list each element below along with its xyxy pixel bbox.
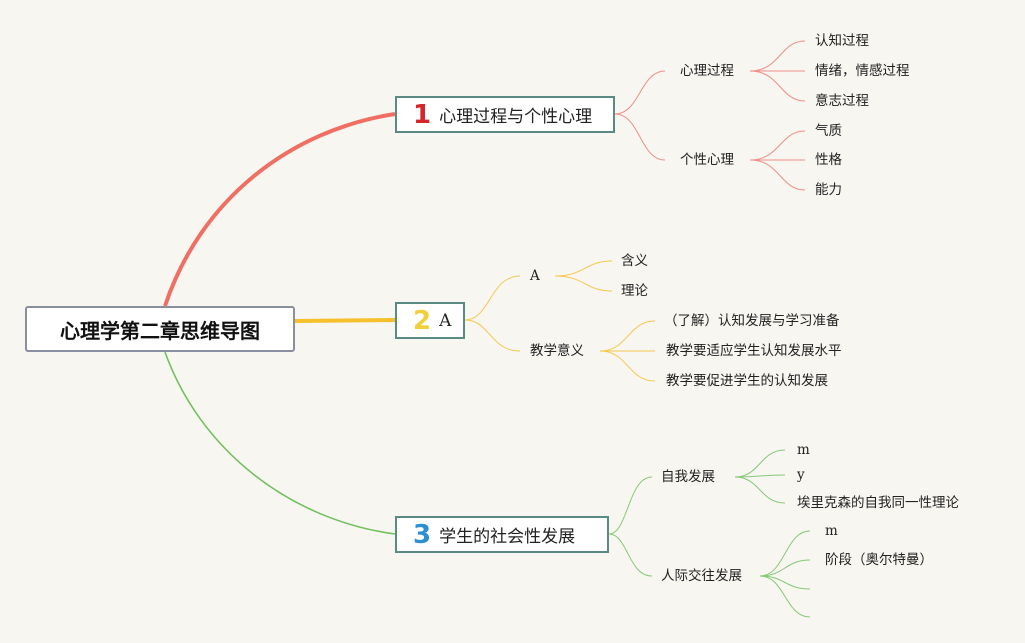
leaf-3-2-2[interactable]: 阶段（奥尔特曼）: [825, 552, 933, 568]
leaf-1-1-2[interactable]: 情绪，情感过程: [815, 63, 910, 79]
leaf-1-2-3[interactable]: 能力: [815, 182, 842, 198]
main-topic-2-label: A: [439, 310, 452, 331]
main-topic-2[interactable]: 2 A: [395, 302, 465, 339]
leaf-1-1-1[interactable]: 认知过程: [815, 33, 869, 49]
main-topic-1-label: 心理过程与个性心理: [439, 107, 593, 127]
leaf-2-1-2[interactable]: 理论: [621, 283, 648, 299]
subtopic-2-1[interactable]: A: [530, 268, 540, 284]
leaf-3-2-1[interactable]: m: [825, 523, 838, 539]
main-topic-1[interactable]: 1 心理过程与个性心理: [395, 96, 615, 133]
topic-number-2: 2: [413, 305, 432, 336]
leaf-1-2-2[interactable]: 性格: [815, 152, 842, 168]
leaf-2-2-1[interactable]: （了解）认知发展与学习准备: [664, 313, 840, 329]
main-topic-3-label: 学生的社会性发展: [439, 527, 576, 547]
subtopic-1-1[interactable]: 心理过程: [680, 63, 734, 79]
main-topic-3[interactable]: 3 学生的社会性发展: [395, 516, 609, 553]
subtopic-3-2[interactable]: 人际交往发展: [661, 568, 742, 584]
topic-number-3: 3: [413, 519, 432, 550]
leaf-3-1-1[interactable]: m: [797, 442, 810, 458]
subtopic-3-1[interactable]: 自我发展: [661, 469, 715, 485]
leaf-3-1-3[interactable]: 埃里克森的自我同一性理论: [797, 495, 959, 511]
leaf-2-1-1[interactable]: 含义: [621, 253, 648, 269]
topic-number-1: 1: [413, 99, 432, 130]
leaf-2-2-2[interactable]: 教学要适应学生认知发展水平: [666, 343, 842, 359]
connector-root-branch-3: [164, 351, 396, 535]
leaf-1-2-1[interactable]: 气质: [815, 123, 842, 139]
leaf-2-2-3[interactable]: 教学要促进学生的认知发展: [666, 373, 828, 389]
subtopic-2-2[interactable]: 教学意义: [530, 343, 584, 359]
connector-root-branch-2: [294, 318, 396, 323]
connector-root-branch-1: [163, 112, 396, 307]
central-topic[interactable]: 心理学第二章思维导图: [25, 306, 295, 352]
leaf-3-1-2[interactable]: y: [797, 467, 805, 483]
subtopic-1-2[interactable]: 个性心理: [680, 152, 734, 168]
leaf-1-1-3[interactable]: 意志过程: [815, 93, 869, 109]
